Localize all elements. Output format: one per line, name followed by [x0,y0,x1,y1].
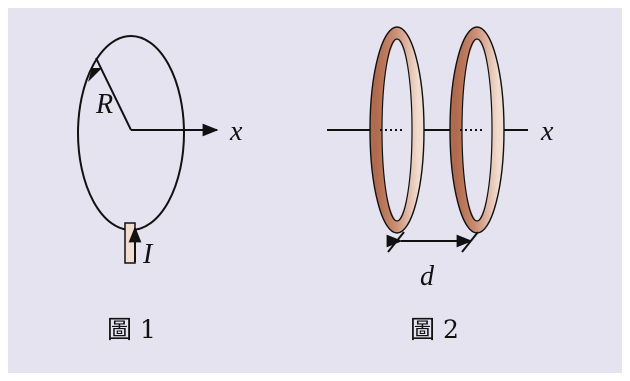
separation-label: d [420,261,435,292]
x-axis-label-figure-1: x [229,116,243,147]
radius-label: R [95,89,113,120]
figure-2-caption: 圖 2 [410,315,459,344]
figure-2: x d 圖 2 [327,26,554,344]
current-loop [77,35,185,231]
figure-1-caption: 圖 1 [107,315,156,344]
current-label: I [142,239,154,270]
loop-direction-arrowhead [88,68,102,82]
figure-1: R x I 圖 1 [77,35,243,344]
current-leads [124,222,136,264]
figure-background [8,8,622,373]
radius-line [95,57,132,131]
x-axis-label-figure-2: x [540,116,554,147]
